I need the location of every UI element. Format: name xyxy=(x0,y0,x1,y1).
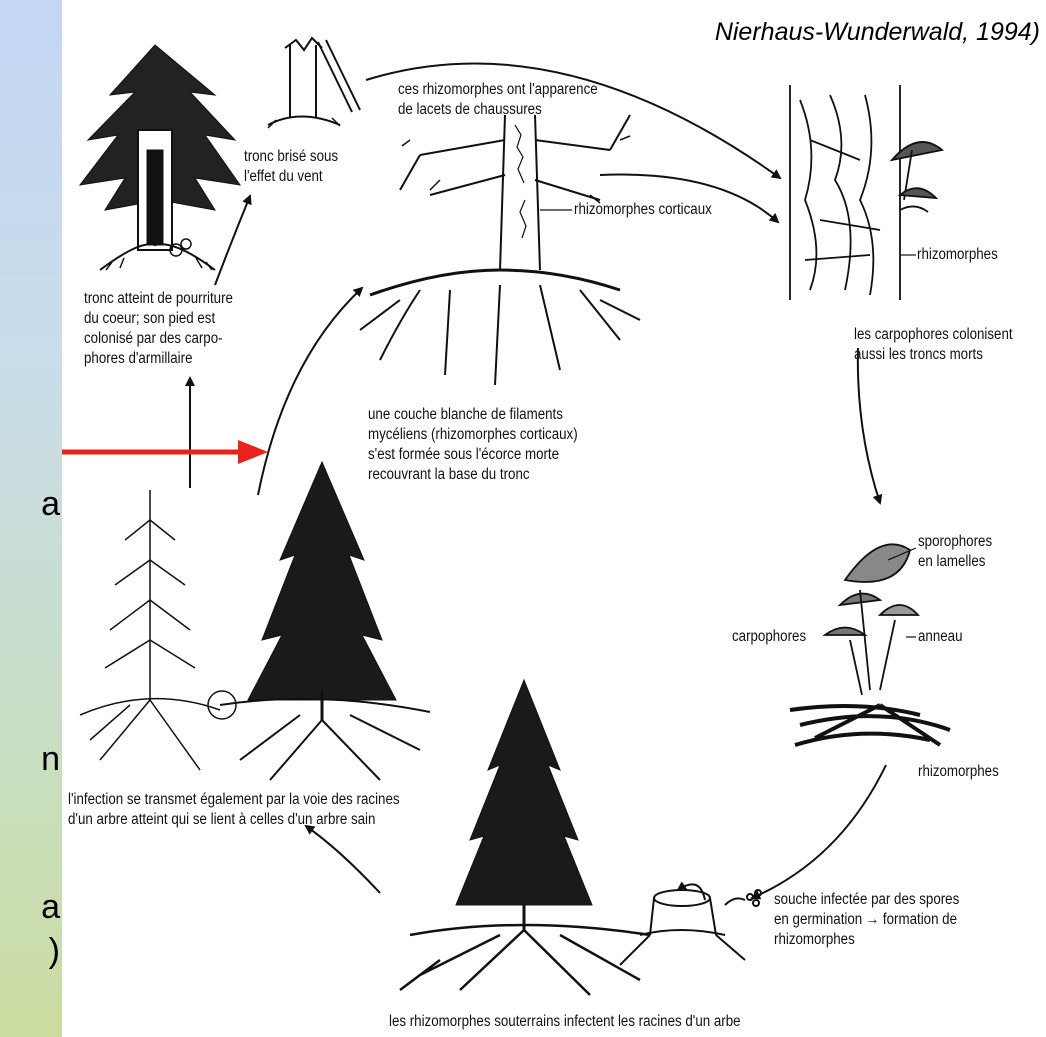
stump xyxy=(620,890,761,965)
caption-root-infection: l'infection se transmet également par la… xyxy=(68,790,400,830)
caption-anneau: anneau xyxy=(918,627,962,647)
caption-underground: les rhizomorphes souterrains infectent l… xyxy=(389,1012,741,1032)
caption-rhizomorphes-bottom: rhizomorphes xyxy=(918,762,999,782)
caption-dead-trunks: les carpophores colonisent aussi les tro… xyxy=(854,325,1013,365)
tree-infected xyxy=(80,490,220,770)
caption-sporophores: sporophores en lamelles xyxy=(918,532,992,572)
sidebar-fragment: a xyxy=(41,487,60,521)
red-pointer-arrow xyxy=(62,440,268,464)
broken-trunk xyxy=(268,38,360,128)
arrow-to-carpophores xyxy=(858,348,880,503)
armillaria-life-cycle-diagram: Nierhaus-Wunderwald, 1994) tronc atteint… xyxy=(62,0,1046,1037)
tree-underground-rhizomorphs xyxy=(400,680,650,995)
caption-cortical-rhizomorphs: rhizomorphes corticaux xyxy=(574,200,712,220)
cycle-illustration xyxy=(62,0,1046,1037)
caption-white-layer: une couche blanche de filaments mycélien… xyxy=(368,405,578,485)
arrow-to-broken-trunk xyxy=(215,196,250,285)
bark-rhizomorphs xyxy=(790,85,942,300)
sidebar-fragment: ) xyxy=(49,934,60,968)
caption-rhizomorphes-top: rhizomorphes xyxy=(917,245,998,265)
citation: Nierhaus-Wunderwald, 1994) xyxy=(715,18,1040,47)
caption-carpophores: carpophores xyxy=(732,627,806,647)
tree-cortical-rhizomorphs xyxy=(360,115,640,385)
arrow-to-root-infection xyxy=(306,826,380,893)
tree-trunk-rot xyxy=(80,45,240,270)
arrow-to-stump xyxy=(752,765,886,898)
caption-shoelaces: ces rhizomorphes ont l'apparence de lace… xyxy=(398,80,598,120)
arrow-to-cortical xyxy=(258,288,362,495)
sidebar-fragment: n xyxy=(41,742,60,776)
caption-trunk-rot: tronc atteint de pourriture du coeur; so… xyxy=(84,289,233,369)
sidebar-fragment: a xyxy=(41,890,60,924)
tree-healthy xyxy=(208,462,430,780)
caption-stump-spores: souche infectée par des spores en germin… xyxy=(774,890,959,950)
slide-sidebar: a n a ) xyxy=(0,0,62,1037)
caption-broken-trunk: tronc brisé sous l'effet du vent xyxy=(244,147,338,187)
